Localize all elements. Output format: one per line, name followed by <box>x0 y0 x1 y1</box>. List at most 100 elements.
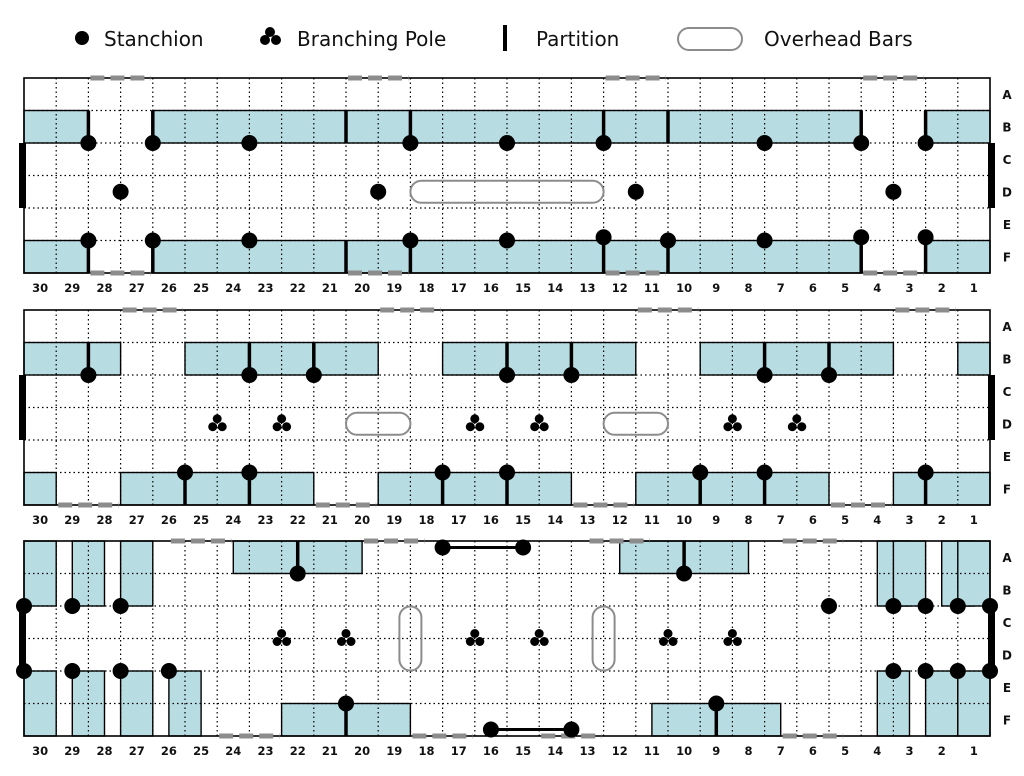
branching-pole-lobe <box>732 422 742 432</box>
column-label: 26 <box>161 281 177 295</box>
stanchion <box>756 464 773 481</box>
stanchion <box>482 721 499 738</box>
column-label: 15 <box>515 513 531 527</box>
legend-stanchion-label: Stanchion <box>104 27 204 51</box>
stanchion <box>595 229 612 246</box>
end-partition <box>19 375 26 440</box>
row-label: D <box>1002 648 1012 662</box>
stanchion <box>563 721 580 738</box>
stanchion <box>885 183 902 200</box>
row-label: F <box>1003 713 1011 727</box>
column-label: 3 <box>905 744 913 758</box>
legend-branching-pole-label: Branching Pole <box>297 27 446 51</box>
branching-pole <box>723 414 742 432</box>
stanchion <box>949 663 966 679</box>
stanchion <box>708 695 725 712</box>
stanchion <box>627 183 644 200</box>
branching-pole-lobe <box>668 637 678 646</box>
branching-pole-lobe <box>797 422 807 432</box>
stanchion <box>80 232 97 249</box>
stanchion <box>885 663 902 679</box>
column-label: 3 <box>905 281 913 295</box>
branching-pole-lobe <box>217 422 227 432</box>
seat-block <box>892 471 991 506</box>
row-label: C <box>1003 616 1012 630</box>
column-label: 15 <box>515 281 531 295</box>
legend-overhead-bars-icon <box>677 27 743 51</box>
legend-partition-icon <box>503 25 507 51</box>
column-label: 27 <box>129 281 145 295</box>
column-label: 18 <box>418 281 434 295</box>
stanchion <box>434 539 451 556</box>
branching-pole <box>208 414 227 432</box>
branching-pole-lobe <box>277 629 287 638</box>
end-partition <box>19 606 26 671</box>
column-label: 17 <box>451 744 467 758</box>
branching-pole-lobe <box>272 422 282 432</box>
stanchion <box>853 135 870 151</box>
column-label: 12 <box>612 513 628 527</box>
column-label: 22 <box>290 744 306 758</box>
stanchion <box>112 183 129 200</box>
row-label: E <box>1003 218 1011 232</box>
stanchion <box>756 367 773 383</box>
branching-pole-lobe <box>475 637 485 646</box>
overhead-bar <box>345 411 412 436</box>
branching-pole-lobe <box>208 422 218 432</box>
column-label: 23 <box>257 744 273 758</box>
branching-pole-lobe <box>282 637 292 646</box>
column-label: 17 <box>451 281 467 295</box>
branching-pole <box>723 629 742 646</box>
column-label: 30 <box>32 513 48 527</box>
stanchion <box>885 598 902 614</box>
column-label: 24 <box>225 281 241 295</box>
column-label: 3 <box>905 513 913 527</box>
stanchion <box>917 663 934 679</box>
row-label: E <box>1003 450 1011 464</box>
stanchion <box>917 229 934 246</box>
stanchion <box>16 663 32 679</box>
branching-pole-lobe <box>659 637 668 646</box>
column-label: 28 <box>96 281 112 295</box>
column-label: 7 <box>777 281 785 295</box>
branching-pole-lobe <box>732 637 742 646</box>
branching-pole <box>272 629 292 646</box>
branching-pole-lobe <box>337 637 346 646</box>
branching-pole-lobe <box>727 629 737 638</box>
column-label: 10 <box>676 744 692 758</box>
stanchion <box>499 464 515 481</box>
row-label: A <box>1002 320 1012 334</box>
stanchion <box>112 598 129 614</box>
branching-pole <box>530 414 549 432</box>
stanchion <box>676 565 693 582</box>
stanchion <box>499 367 515 383</box>
column-label: 2 <box>938 744 946 758</box>
stanchion <box>402 232 419 249</box>
column-label: 29 <box>64 513 80 527</box>
column-label: 24 <box>225 513 241 527</box>
overhead-bar <box>591 605 616 672</box>
stanchion <box>853 229 870 246</box>
stanchion <box>64 598 81 614</box>
stanchion <box>499 232 515 249</box>
stanchion <box>982 598 998 614</box>
branching-pole-lobe <box>534 414 544 424</box>
stanchion <box>756 232 773 249</box>
column-label: 14 <box>547 513 563 527</box>
column-label: 10 <box>676 513 692 527</box>
column-label: 28 <box>96 744 112 758</box>
column-label: 9 <box>712 281 720 295</box>
row-label: C <box>1003 385 1012 399</box>
end-partition <box>19 143 26 208</box>
column-label: 12 <box>612 744 628 758</box>
overhead-bar <box>398 605 423 672</box>
branching-pole-lobe <box>787 422 797 432</box>
branching-pole-lobe <box>530 637 540 646</box>
branching-pole-lobe <box>723 637 733 646</box>
column-label: 12 <box>612 281 628 295</box>
row-label: A <box>1002 551 1012 565</box>
stanchion <box>160 663 177 679</box>
branching-pole <box>530 629 549 646</box>
